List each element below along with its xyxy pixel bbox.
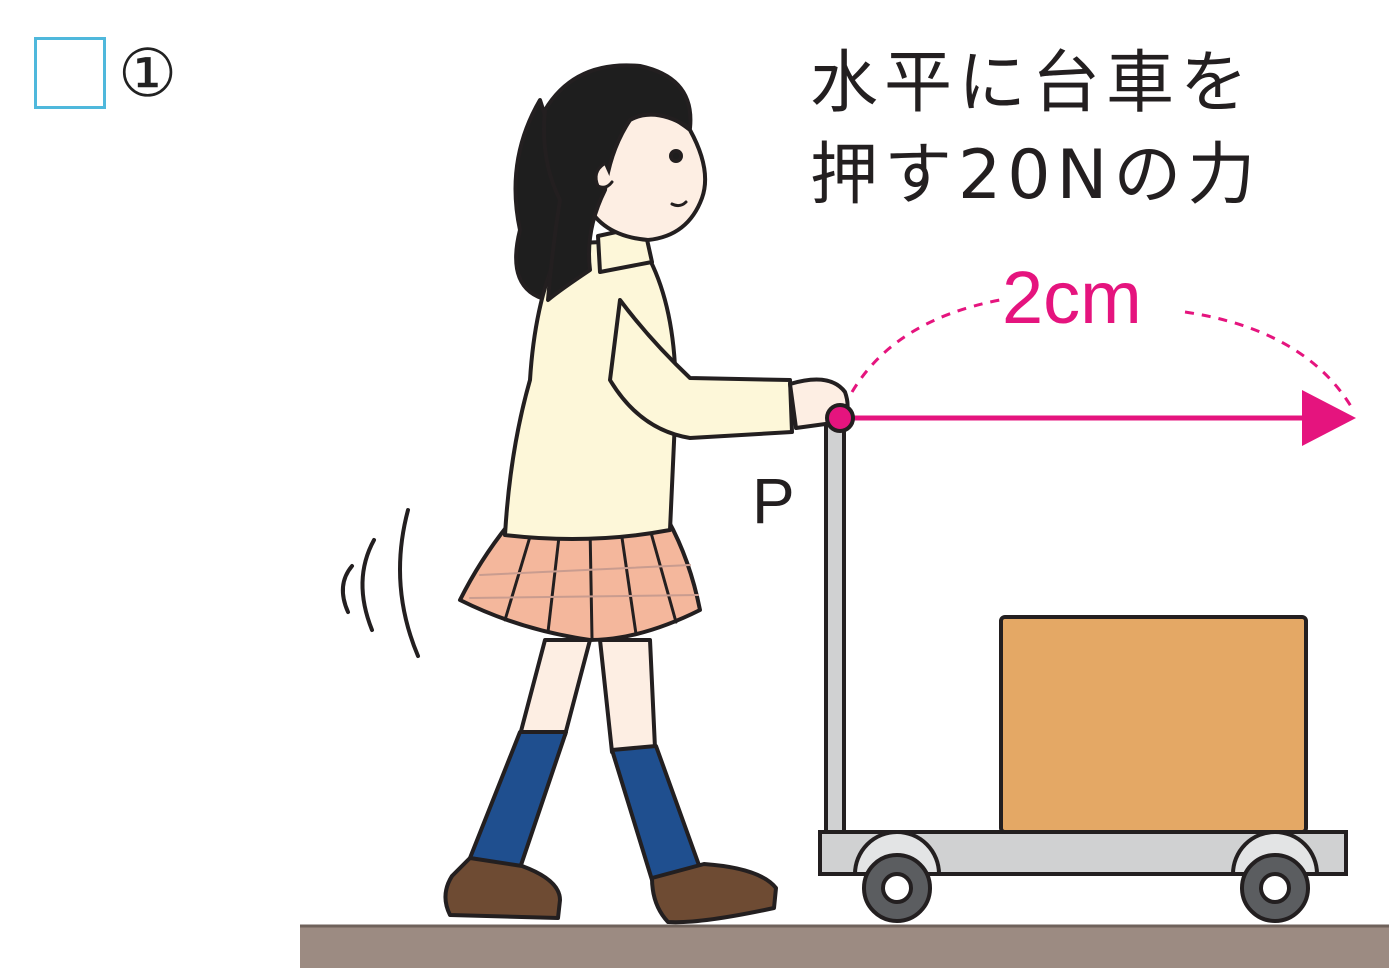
length-arc-right (1184, 310, 1354, 409)
hair-front (542, 63, 693, 302)
force-caption: 水平に台車を 押す20Nの力 (810, 38, 1261, 222)
caption-line-2: 押す20Nの力 (810, 136, 1262, 215)
point-p-label: P (752, 465, 795, 537)
front-sock (610, 744, 702, 882)
arrow-length-label: 2cm (1002, 256, 1142, 339)
front-leg (598, 638, 657, 754)
ear (594, 162, 614, 189)
sweater-arm (608, 298, 794, 440)
eye (669, 149, 683, 163)
cart-wheel-right (1230, 830, 1320, 923)
mouth (670, 200, 688, 208)
force-arrow-head (1302, 390, 1356, 446)
cart-handle-pole (824, 422, 846, 838)
skirt-pleats (503, 520, 678, 640)
skirt (458, 518, 702, 642)
back-shoe (443, 856, 562, 920)
cardboard-box (999, 615, 1308, 834)
length-arc (850, 298, 1001, 393)
question-number: ① (118, 35, 178, 112)
back-leg (518, 638, 592, 737)
girl-figure (443, 63, 850, 925)
back-sock (468, 730, 568, 870)
front-shoe (650, 862, 778, 925)
motion-lines (340, 508, 420, 658)
caption-line-1: 水平に台車を (810, 44, 1255, 123)
floor (300, 926, 1389, 968)
cart-wheel-left (852, 830, 942, 923)
point-p-marker (825, 403, 855, 433)
skirt-plaid (469, 564, 699, 599)
answer-checkbox[interactable] (34, 37, 106, 109)
